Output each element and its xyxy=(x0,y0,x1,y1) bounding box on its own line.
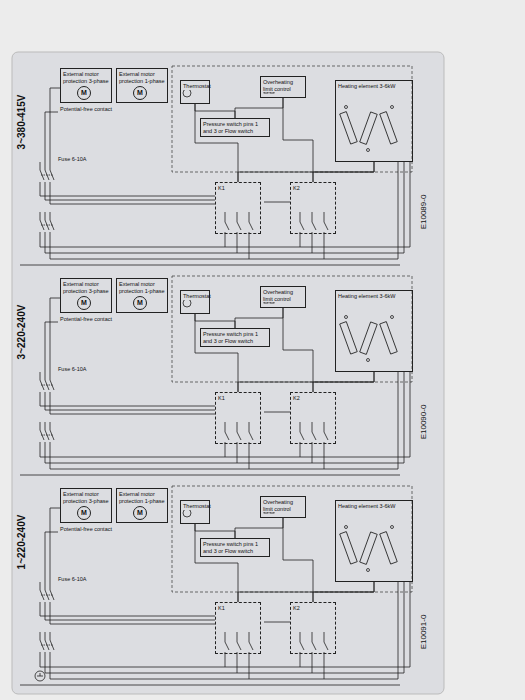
control-box: Overheating limit control xyxy=(260,286,306,308)
node-label: K1 xyxy=(218,395,258,402)
contact-label: Potential-free contact xyxy=(60,526,112,533)
motor-symbol: M xyxy=(77,506,91,520)
motor-protection-box: External motor protection 3-phaseM xyxy=(60,278,112,313)
motor-protection-box: External motor protection 1-phaseM xyxy=(116,278,168,313)
fuse-label: Fuse 6-10A xyxy=(58,156,86,163)
node-label: Overheating limit control xyxy=(263,79,303,92)
control-wire xyxy=(238,162,374,182)
contactor-box: K1 xyxy=(215,392,261,444)
control-wire xyxy=(238,372,374,392)
motor-symbol: M xyxy=(133,86,147,100)
contact-label: Potential-free contact xyxy=(60,316,112,323)
fuse-label: Fuse 6-10A xyxy=(58,576,86,583)
heating-element-box: Heating element 3-6kW xyxy=(335,80,413,162)
node-label: External motor protection 1-phase xyxy=(119,491,165,504)
control-wire xyxy=(313,372,374,392)
circuit-section xyxy=(20,66,412,265)
node-label: K1 xyxy=(218,605,258,612)
node-label: Heating element 3-6kW xyxy=(338,293,410,300)
node-label: External motor protection 3-phase xyxy=(63,491,109,504)
drawing-code: E10090-0 xyxy=(419,405,429,440)
control-wire xyxy=(195,104,238,182)
node-label: Pressure switch pins 1 and 3 or Flow swi… xyxy=(203,541,267,554)
motor-symbol: M xyxy=(133,296,147,310)
control-box: Thermostat xyxy=(180,290,210,314)
node-label: Heating element 3-6kW xyxy=(338,83,410,90)
fuse-label: Fuse 6-10A xyxy=(58,366,86,373)
control-wire xyxy=(195,524,238,602)
control-wire xyxy=(283,518,313,602)
control-box: Pressure switch pins 1 and 3 or Flow swi… xyxy=(200,538,270,557)
control-wire xyxy=(195,314,235,328)
control-wire xyxy=(313,582,374,602)
motor-symbol: M xyxy=(133,506,147,520)
node-label: Overheating limit control xyxy=(263,499,303,512)
contactor-box: K1 xyxy=(215,602,261,654)
node-label: Overheating limit control xyxy=(263,289,303,302)
control-box: Overheating limit control xyxy=(260,76,306,98)
sticker-background xyxy=(12,52,444,694)
control-wire xyxy=(238,582,374,602)
node-label: External motor protection 1-phase xyxy=(119,281,165,294)
control-wire xyxy=(235,98,283,118)
contactor-box: K2 xyxy=(290,182,336,234)
drawing-code: E10089-0 xyxy=(419,195,429,230)
contact-label: Potential-free contact xyxy=(60,106,112,113)
control-wire xyxy=(283,308,313,392)
node-label: Thermostat xyxy=(183,503,207,510)
control-box: Thermostat xyxy=(180,80,210,104)
control-box: Overheating limit control xyxy=(260,496,306,518)
node-label: Heating element 3-6kW xyxy=(338,503,410,510)
circuit-section xyxy=(20,276,412,475)
heating-element-box: Heating element 3-6kW xyxy=(335,290,413,372)
node-label: K2 xyxy=(293,395,333,402)
contactor-box: K2 xyxy=(290,602,336,654)
control-wire xyxy=(313,162,374,182)
heating-element-box: Heating element 3-6kW xyxy=(335,500,413,582)
control-wire xyxy=(283,98,313,182)
control-wire xyxy=(195,104,235,118)
node-label: Thermostat xyxy=(183,293,207,300)
node-label: External motor protection 1-phase xyxy=(119,71,165,84)
drawing-code: E10091-0 xyxy=(419,615,429,650)
node-label: External motor protection 3-phase xyxy=(63,281,109,294)
ground-symbol xyxy=(35,671,45,681)
voltage-label: 3~380-415V xyxy=(16,95,28,150)
motor-symbol: M xyxy=(77,86,91,100)
node-label: K2 xyxy=(293,185,333,192)
node-label: Thermostat xyxy=(183,83,207,90)
node-label: Pressure switch pins 1 and 3 or Flow swi… xyxy=(203,121,267,134)
control-box: Pressure switch pins 1 and 3 or Flow swi… xyxy=(200,118,270,137)
motor-symbol: M xyxy=(77,296,91,310)
voltage-label: 3~220-240V xyxy=(16,305,28,360)
motor-protection-box: External motor protection 3-phaseM xyxy=(60,488,112,523)
motor-protection-box: External motor protection 3-phaseM xyxy=(60,68,112,103)
node-label: K1 xyxy=(218,185,258,192)
control-wire xyxy=(195,314,238,392)
motor-protection-box: External motor protection 1-phaseM xyxy=(116,488,168,523)
node-label: K2 xyxy=(293,605,333,612)
control-wire xyxy=(195,524,235,538)
control-wire xyxy=(235,518,283,538)
contactor-box: K2 xyxy=(290,392,336,444)
node-label: Pressure switch pins 1 and 3 or Flow swi… xyxy=(203,331,267,344)
control-wire xyxy=(235,308,283,328)
control-box: Pressure switch pins 1 and 3 or Flow swi… xyxy=(200,328,270,347)
circuit-section xyxy=(20,486,412,685)
motor-protection-box: External motor protection 1-phaseM xyxy=(116,68,168,103)
contactor-box: K1 xyxy=(215,182,261,234)
node-label: External motor protection 3-phase xyxy=(63,71,109,84)
voltage-label: 1~220-240V xyxy=(16,515,28,570)
control-box: Thermostat xyxy=(180,500,210,524)
